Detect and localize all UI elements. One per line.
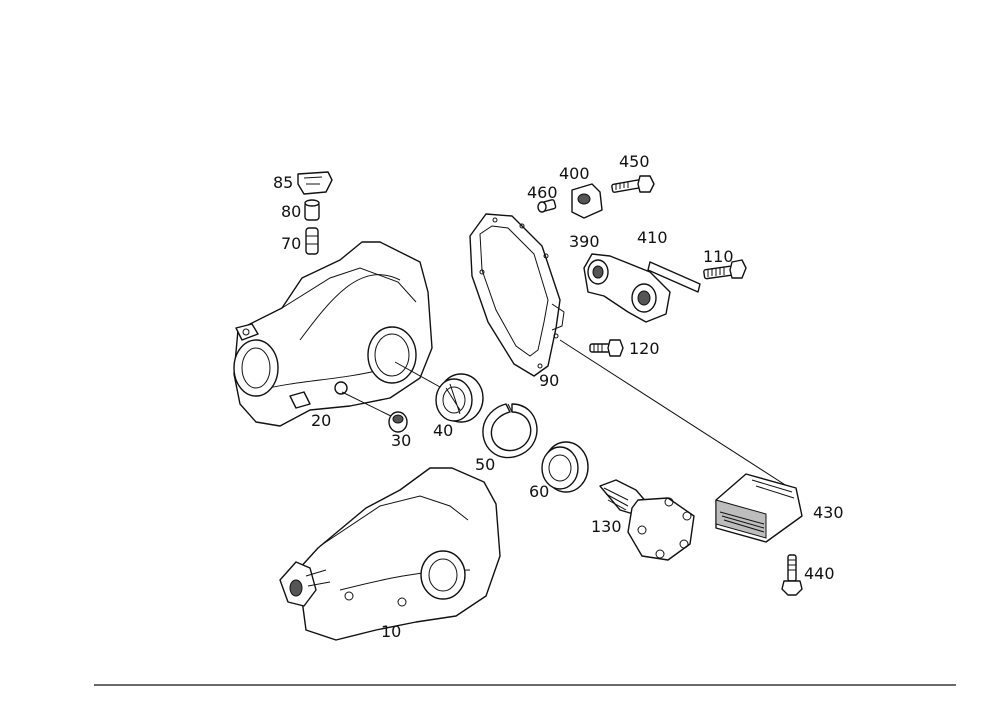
part-50-snap-ring	[482, 403, 538, 459]
label-30: 30	[391, 431, 411, 450]
label-70: 70	[281, 234, 301, 253]
part-10-axle-assembly	[279, 467, 501, 641]
part-90-cover	[469, 213, 565, 377]
part-80-bushing	[304, 199, 320, 221]
label-400: 400	[559, 164, 590, 183]
part-40-bearing	[435, 373, 484, 423]
part-450-bolt	[611, 175, 655, 193]
label-60: 60	[529, 482, 549, 501]
part-430-heat-shield	[715, 473, 803, 543]
label-410: 410	[637, 228, 668, 247]
leader-30	[341, 391, 396, 419]
label-110: 110	[703, 247, 734, 266]
label-390: 390	[569, 232, 600, 251]
label-430: 430	[813, 503, 844, 522]
label-450: 450	[619, 152, 650, 171]
label-460: 460	[527, 183, 558, 202]
label-440: 440	[804, 564, 835, 583]
part-60-seal	[541, 441, 589, 493]
label-10: 10	[381, 622, 401, 641]
part-440-bolt	[781, 554, 803, 596]
label-80: 80	[281, 202, 301, 221]
label-50: 50	[475, 455, 495, 474]
label-20: 20	[311, 411, 331, 430]
part-400-mount	[571, 183, 603, 219]
leader-90-430	[559, 339, 791, 489]
part-130-flange	[599, 479, 695, 561]
label-90: 90	[539, 371, 559, 390]
part-30-plug	[388, 411, 408, 433]
label-120: 120	[629, 339, 660, 358]
part-460-pin	[537, 199, 557, 213]
leader-20	[394, 361, 441, 388]
part-70-breather	[305, 227, 319, 255]
part-120-bolt	[589, 339, 624, 357]
label-40: 40	[433, 421, 453, 440]
part-20-axle-housing	[233, 241, 433, 427]
part-85-clip	[297, 171, 333, 195]
part-410-strap	[647, 261, 701, 293]
label-130: 130	[591, 517, 622, 536]
label-85: 85	[273, 173, 293, 192]
part-390-bracket	[583, 253, 671, 323]
part-110-bolt	[703, 259, 747, 280]
